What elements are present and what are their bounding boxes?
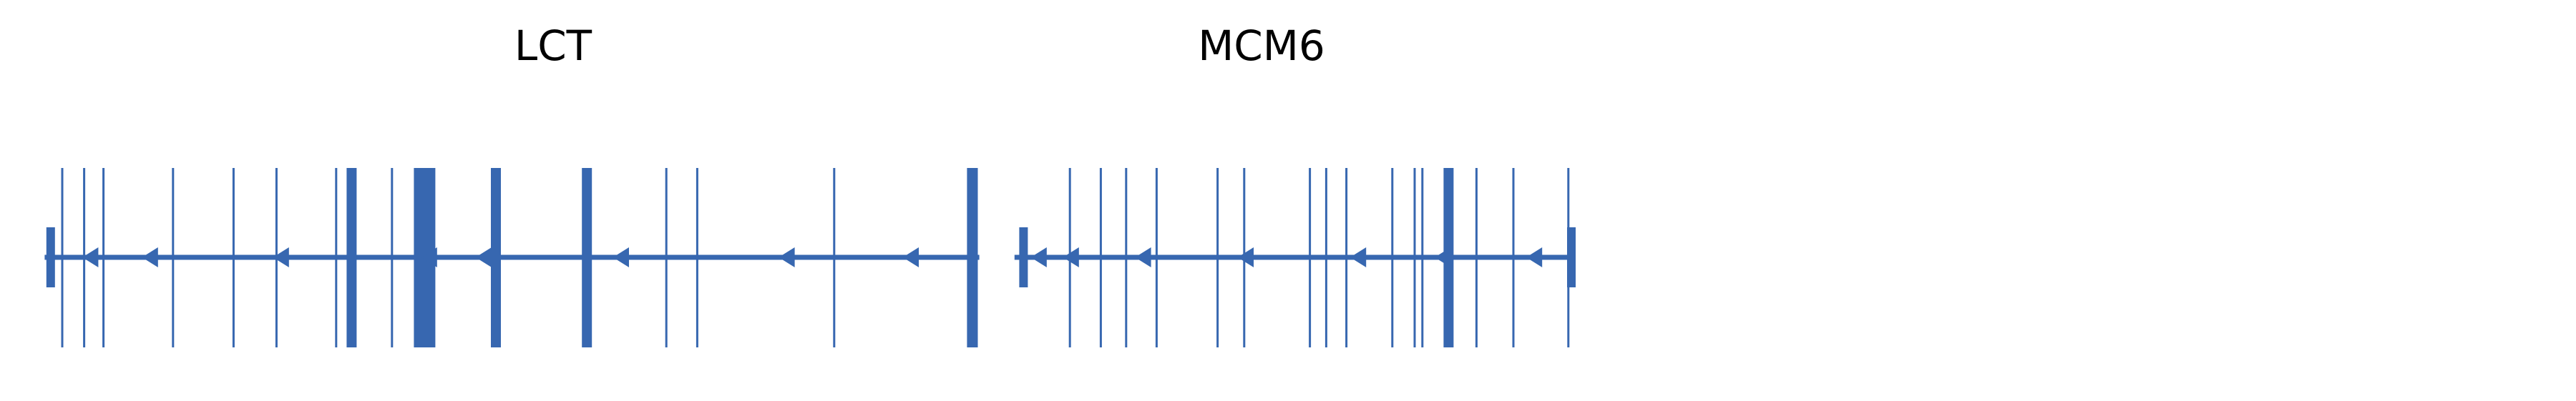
gene-mcm6-exon-11 — [1391, 168, 1394, 347]
gene-lct-strand-arrow-8 — [902, 247, 919, 267]
gene-mcm6-strand-arrow-7 — [1526, 247, 1543, 267]
gene-mcm6-exon-5 — [1155, 168, 1158, 347]
gene-mcm6-exon-10 — [1345, 168, 1348, 347]
gene-lct-strand-arrow-4 — [421, 247, 437, 267]
gene-mcm6-exon-6 — [1216, 168, 1219, 347]
gene-mcm6-strand-arrow-5 — [1350, 247, 1367, 267]
gene-labels: LCT MCM6 — [514, 21, 1325, 70]
gene-mcm6-strand-arrow-1 — [1030, 247, 1047, 267]
gene-lct-strand-arrow-2 — [142, 247, 158, 267]
gene-mcm6-exon-3 — [1099, 168, 1102, 347]
gene-lct-exon-4 — [102, 168, 105, 347]
gene-lct-exon-2 — [61, 168, 64, 347]
gene-lct — [44, 168, 980, 347]
gene-lct-strand-arrow-3 — [273, 247, 289, 267]
gene-lct-strand-arrow-7 — [779, 247, 795, 267]
gene-lct-exon-10 — [391, 168, 394, 347]
gene-mcm6-exon-18 — [1567, 227, 1576, 287]
gene-mcm6-exon-4 — [1125, 168, 1128, 347]
gene-mcm6-strand-arrow-2 — [1063, 247, 1079, 267]
gene-label-mcm6: MCM6 — [1198, 21, 1324, 70]
gene-lct-exon-17 — [967, 168, 977, 347]
gene-mcm6-exon-8 — [1309, 168, 1312, 347]
gene-mcm6-exon-1 — [1019, 227, 1028, 287]
gene-lct-exon-9 — [346, 168, 357, 347]
gene-lct-exon-13 — [582, 168, 592, 347]
gene-lct-exon-14 — [665, 168, 668, 347]
gene-lct-exon-18 — [975, 168, 978, 347]
gene-mcm6-exon-13 — [1421, 168, 1424, 347]
gene-lct-strand-arrow-1 — [82, 247, 99, 267]
gene-lct-exon-1 — [46, 227, 55, 287]
gene-mcm6 — [1014, 168, 1576, 347]
gene-lct-exon-8 — [335, 168, 338, 347]
gene-mcm6-strand-arrow-6 — [1435, 247, 1451, 267]
gene-mcm6-exon-16 — [1512, 168, 1515, 347]
gene-lct-strand-arrow-6 — [613, 247, 629, 267]
gene-lct-exon-12 — [491, 168, 501, 347]
gene-lct-exon-15 — [696, 168, 698, 347]
gene-mcm6-strand-arrow-4 — [1237, 247, 1254, 267]
gene-lct-strand-arrow-5 — [475, 247, 492, 267]
gene-lct-exon-16 — [833, 168, 836, 347]
gene-lct-exon-6 — [232, 168, 235, 347]
gene-mcm6-exon-12 — [1413, 168, 1416, 347]
gene-mcm6-exon-9 — [1324, 168, 1327, 347]
gene-lct-exon-5 — [172, 168, 175, 347]
gene-label-lct: LCT — [514, 21, 592, 70]
gene-mcm6-exon-15 — [1475, 168, 1478, 347]
gene-models — [44, 168, 1576, 347]
gene-mcm6-strand-arrow-3 — [1135, 247, 1151, 267]
